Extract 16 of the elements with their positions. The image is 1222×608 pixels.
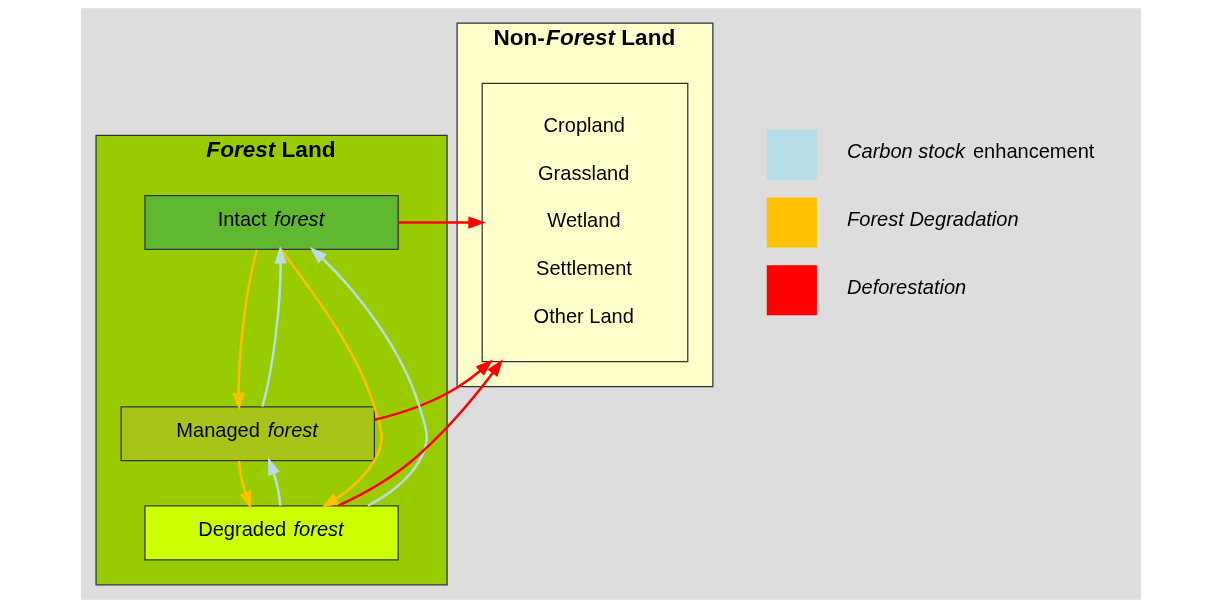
- arrow: [374, 359, 493, 421]
- arrow: [237, 460, 252, 510]
- arrow: [268, 457, 282, 506]
- legend-label: Deforestation: [847, 275, 967, 298]
- arrow: [398, 216, 486, 229]
- arrow: [309, 246, 429, 507]
- node-box: Managed forest: [120, 406, 375, 462]
- arrow: [337, 359, 503, 507]
- legend-label: Forest Degradation: [847, 208, 1019, 231]
- legend-label: Carbon stock enhancement: [847, 140, 1095, 163]
- arrow: [280, 248, 383, 508]
- node-box: Cropland Grassland Wetland Settlement Other Land: [481, 82, 689, 363]
- node-box: Degraded forest: [144, 505, 399, 561]
- arrow: [232, 249, 259, 411]
- arrow: [261, 246, 287, 407]
- node-box: Intact forest: [144, 194, 399, 251]
